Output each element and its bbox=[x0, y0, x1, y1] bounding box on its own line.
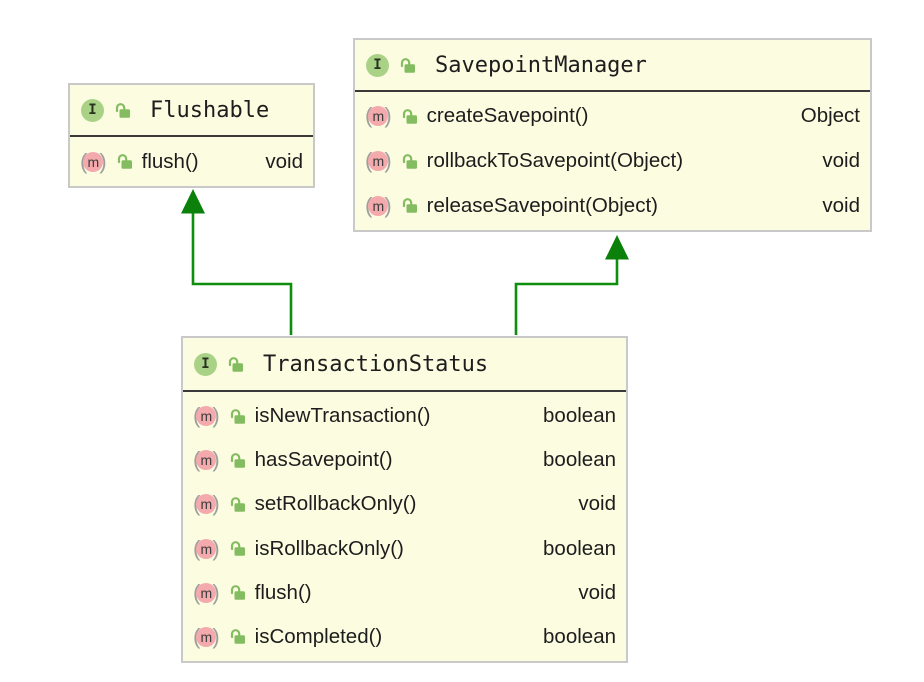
edge-transactionstatus-savepointmanager bbox=[514, 235, 629, 335]
method-icon: (m) bbox=[193, 493, 220, 515]
extends-arrowhead bbox=[181, 189, 205, 214]
method-icon: (m) bbox=[193, 449, 220, 471]
member-name: isNewTransaction() bbox=[254, 404, 431, 428]
member-list: (m) isNewTransaction() boolean (m) hasSa… bbox=[183, 392, 626, 661]
member-list: (m) flush() void bbox=[70, 137, 313, 186]
member-name: flush() bbox=[141, 149, 199, 173]
method-icon: (m) bbox=[365, 105, 392, 127]
member-type: void bbox=[265, 149, 303, 173]
member-list: (m) createSavepoint() Object (m) rollbac… bbox=[355, 92, 870, 230]
method-icon: (m) bbox=[80, 150, 107, 173]
member-type: Object bbox=[800, 104, 860, 128]
public-lock-icon bbox=[228, 451, 247, 470]
interface-icon: I bbox=[366, 53, 389, 77]
member-name: hasSavepoint() bbox=[254, 448, 393, 472]
member-name: setRollbackOnly() bbox=[254, 492, 417, 516]
member-row[interactable]: (m) rollbackToSavepoint(Object) void bbox=[355, 139, 870, 184]
class-name: Flushable bbox=[150, 97, 270, 123]
interface-icon: I bbox=[194, 352, 217, 376]
node-header[interactable]: I Flushable bbox=[70, 85, 313, 137]
public-lock-icon bbox=[228, 627, 247, 646]
class-node-savepointmanager[interactable]: I SavepointManager (m) createSavepoint()… bbox=[353, 38, 872, 232]
member-row[interactable]: (m) setRollbackOnly() void bbox=[183, 482, 626, 526]
member-row[interactable]: (m) hasSavepoint() boolean bbox=[183, 438, 626, 482]
public-lock-icon bbox=[115, 152, 134, 171]
member-row[interactable]: (m) releaseSavepoint(Object) void bbox=[355, 183, 870, 228]
class-name: SavepointManager bbox=[435, 52, 647, 78]
member-type: void bbox=[578, 492, 616, 516]
interface-icon: I bbox=[81, 98, 104, 122]
public-lock-icon bbox=[400, 152, 419, 171]
node-header[interactable]: I TransactionStatus bbox=[183, 338, 626, 392]
member-row[interactable]: (m) createSavepoint() Object bbox=[355, 94, 870, 139]
member-name: isRollbackOnly() bbox=[254, 536, 404, 560]
member-type: boolean bbox=[543, 448, 616, 472]
member-row[interactable]: (m) isNewTransaction() boolean bbox=[183, 394, 626, 438]
member-type: boolean bbox=[543, 404, 616, 428]
member-type: void bbox=[578, 580, 616, 604]
public-lock-icon bbox=[228, 583, 247, 602]
member-type: boolean bbox=[543, 536, 616, 560]
member-row[interactable]: (m) flush() void bbox=[70, 139, 313, 184]
edge-transactionstatus-flushable bbox=[181, 189, 293, 335]
member-name: rollbackToSavepoint(Object) bbox=[426, 149, 684, 172]
method-icon: (m) bbox=[193, 581, 220, 604]
extends-arrowhead bbox=[605, 235, 629, 260]
member-row[interactable]: (m) isCompleted() boolean bbox=[183, 615, 626, 659]
method-icon: (m) bbox=[193, 405, 220, 427]
public-lock-icon bbox=[400, 196, 419, 215]
member-name: createSavepoint() bbox=[426, 104, 589, 128]
member-type: boolean bbox=[543, 624, 616, 648]
class-node-transactionstatus[interactable]: I TransactionStatus (m) isNewTransaction… bbox=[181, 336, 628, 663]
public-lock-icon bbox=[228, 539, 247, 558]
member-row[interactable]: (m) flush() void bbox=[183, 571, 626, 615]
class-name: TransactionStatus bbox=[263, 351, 489, 377]
member-name: releaseSavepoint(Object) bbox=[426, 193, 658, 217]
member-type: void bbox=[822, 193, 860, 217]
public-lock-icon bbox=[400, 107, 419, 126]
method-icon: (m) bbox=[365, 194, 392, 217]
member-type: void bbox=[822, 149, 860, 172]
member-name: flush() bbox=[254, 580, 312, 604]
member-row[interactable]: (m) isRollbackOnly() boolean bbox=[183, 527, 626, 571]
member-name: isCompleted() bbox=[254, 624, 383, 648]
public-lock-icon bbox=[228, 407, 247, 426]
method-icon: (m) bbox=[193, 537, 220, 560]
method-icon: (m) bbox=[193, 625, 220, 648]
method-icon: (m) bbox=[365, 150, 392, 172]
public-lock-icon bbox=[113, 101, 132, 120]
public-lock-icon bbox=[228, 495, 247, 514]
class-node-flushable[interactable]: I Flushable (m) flush() void bbox=[68, 83, 315, 188]
node-header[interactable]: I SavepointManager bbox=[355, 40, 870, 92]
public-lock-icon bbox=[226, 355, 245, 374]
public-lock-icon bbox=[398, 56, 417, 75]
